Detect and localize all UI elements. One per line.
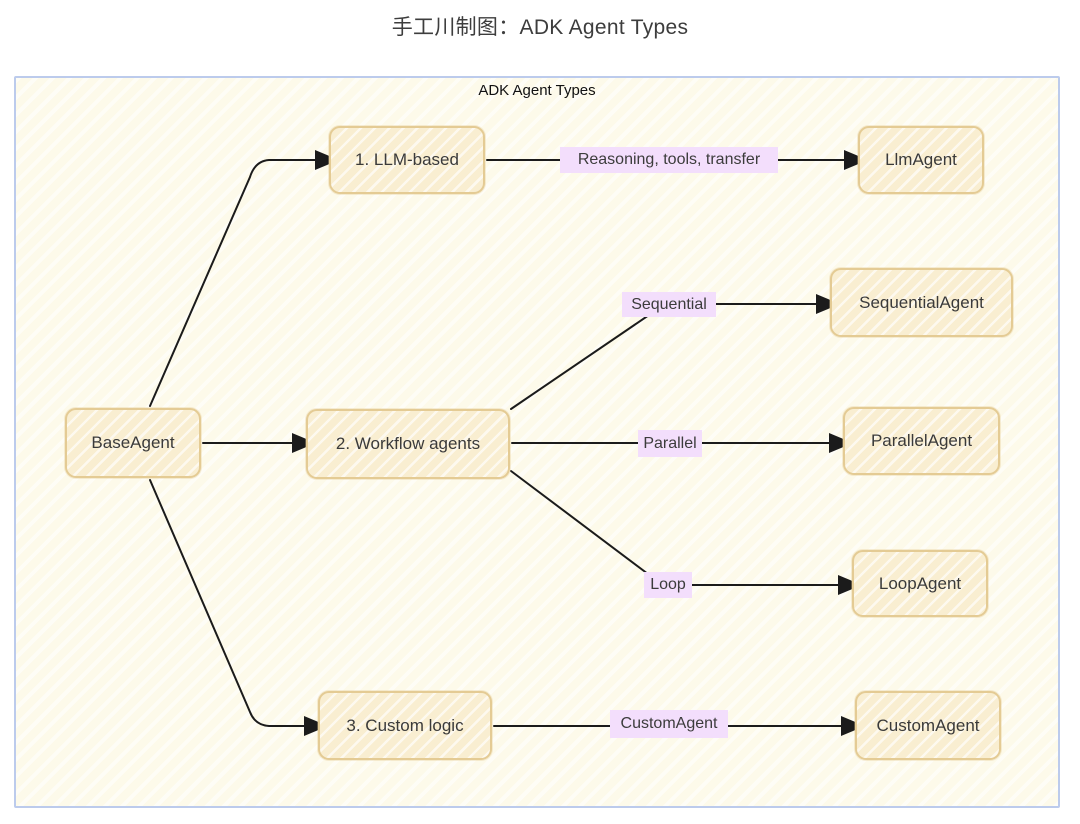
node-loop-agent: LoopAgent xyxy=(852,550,988,617)
node-parallel-agent: ParallelAgent xyxy=(843,407,1000,475)
node-base-agent: BaseAgent xyxy=(65,408,201,478)
node-custom-agent: CustomAgent xyxy=(855,691,1001,760)
edge-label-sequential: Sequential xyxy=(622,292,716,317)
node-llm-based: 1. LLM-based xyxy=(329,126,485,194)
node-sequential-agent: SequentialAgent xyxy=(830,268,1013,337)
edge-label-loop: Loop xyxy=(644,572,692,598)
node-custom-logic: 3. Custom logic xyxy=(318,691,492,760)
edge-label-custom-agent: CustomAgent xyxy=(610,710,728,738)
node-llm-agent: LlmAgent xyxy=(858,126,984,194)
diagram-title: ADK Agent Types xyxy=(478,82,596,99)
page-title: 手工川制图：ADK Agent Types xyxy=(391,16,689,39)
edge-label-reasoning-tools-transfer: Reasoning, tools, transfer xyxy=(560,147,778,173)
node-workflow-agents: 2. Workflow agents xyxy=(306,409,510,479)
edge-label-parallel: Parallel xyxy=(638,430,702,457)
